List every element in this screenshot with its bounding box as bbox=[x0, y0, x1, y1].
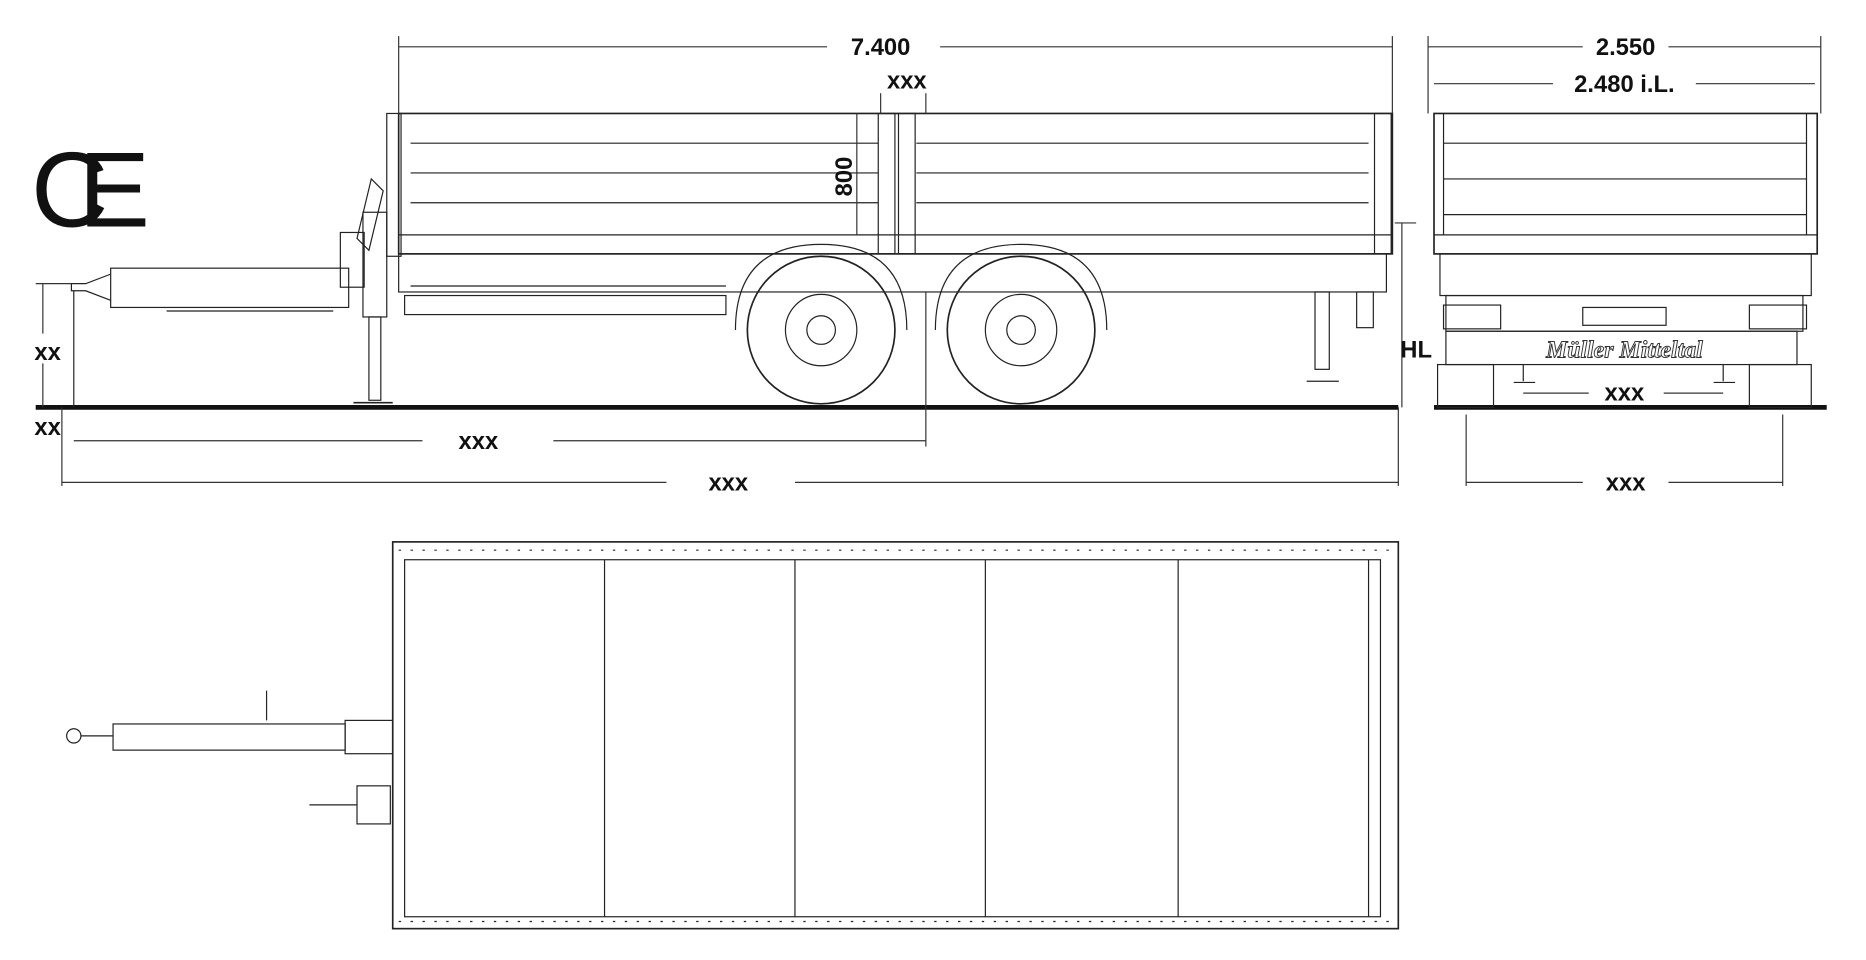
side-view: 7.400 xxx 800 xx xx xxx xxx HL bbox=[34, 34, 1432, 497]
hitch-height-label: HL bbox=[1400, 336, 1432, 363]
support-spacing-label: xxx bbox=[1605, 379, 1645, 406]
overall-length-total-label: xxx bbox=[708, 470, 748, 497]
inner-width-label: 2.480 i.L. bbox=[1574, 71, 1675, 98]
drawbar-offset-label: xx bbox=[34, 414, 61, 441]
gap-label: xxx bbox=[887, 67, 927, 94]
ce-mark: CE bbox=[31, 130, 150, 250]
top-view bbox=[66, 541, 1400, 930]
wheel-rear bbox=[934, 243, 1108, 405]
track-width-label: xxx bbox=[1606, 470, 1646, 497]
overall-length-label: 7.400 bbox=[851, 34, 911, 61]
brand-logo: Müller Mitteltal bbox=[1545, 337, 1703, 363]
drawbar-height-label: xx bbox=[34, 339, 61, 366]
wheel-front bbox=[734, 243, 908, 405]
coupling-to-axle-label: xxx bbox=[459, 428, 499, 455]
rear-view: Müller Mitteltal 2.550 2.480 i.L. xxx xx… bbox=[1427, 34, 1827, 497]
overall-width-label: 2.550 bbox=[1596, 34, 1656, 61]
side-height-label: 800 bbox=[831, 157, 858, 197]
